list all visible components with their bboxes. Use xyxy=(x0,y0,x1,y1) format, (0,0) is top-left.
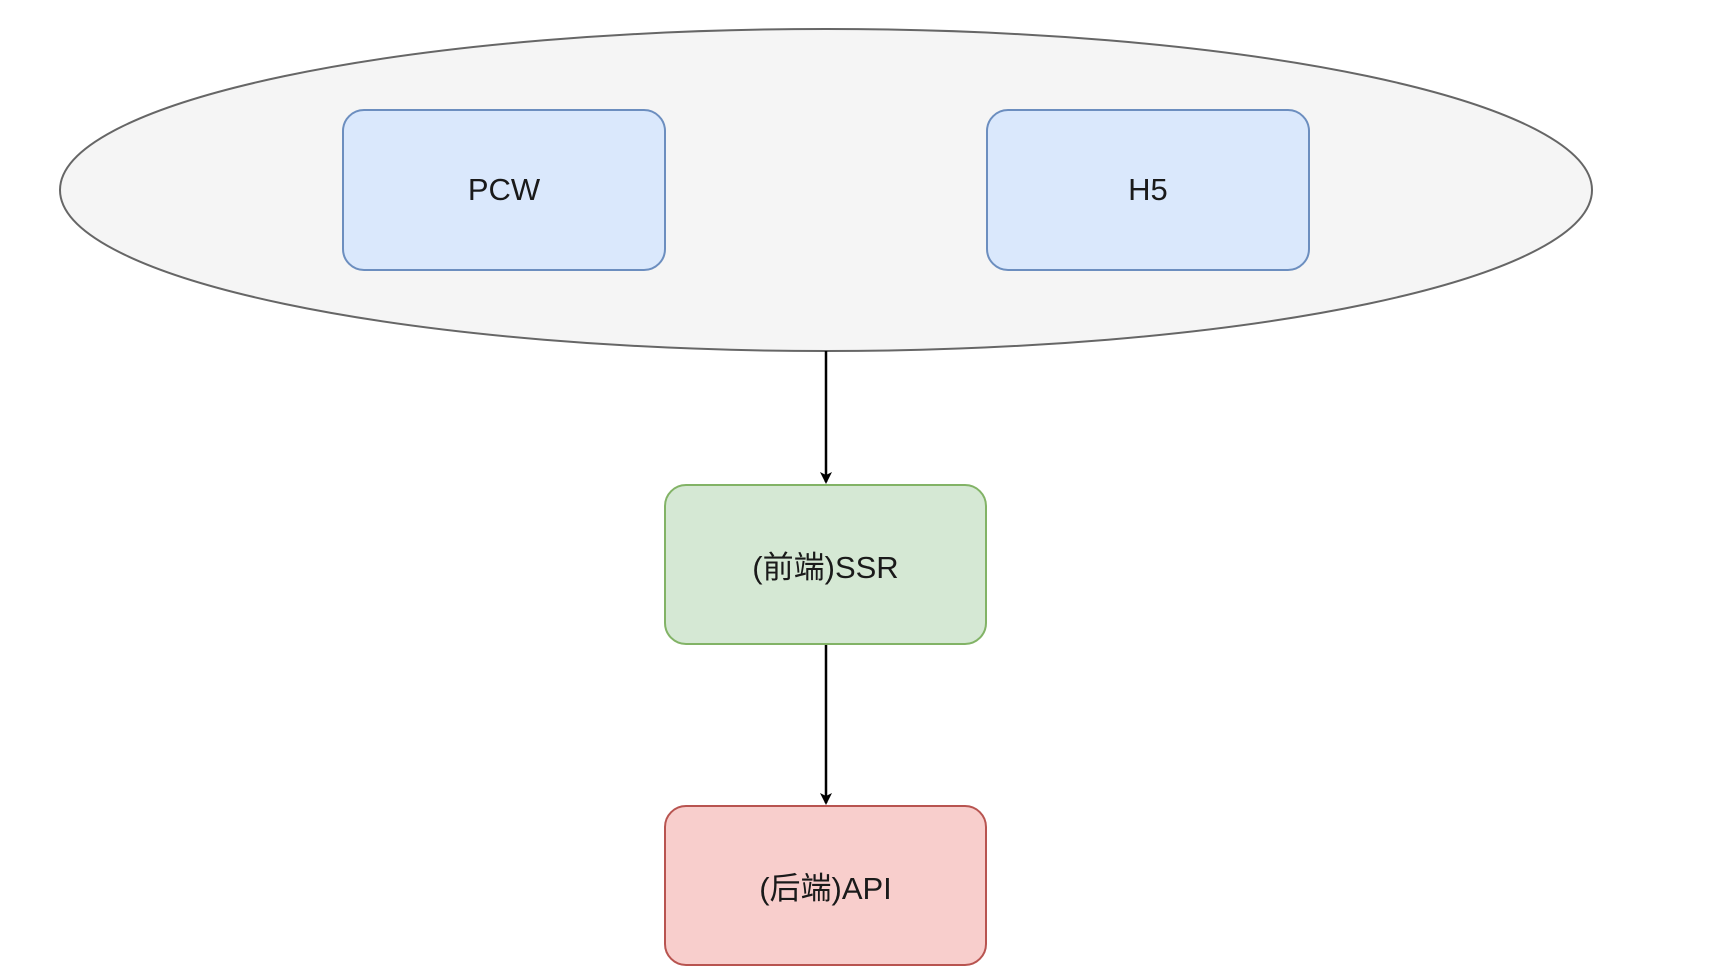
ssr-label: (前端)SSR xyxy=(752,550,899,585)
ssr-node[interactable]: (前端)SSR xyxy=(664,484,987,645)
pcw-label: PCW xyxy=(467,172,541,207)
api-node[interactable]: (后端)API xyxy=(664,805,987,966)
api-label: (后端)API xyxy=(759,871,892,906)
pcw-node[interactable]: PCW xyxy=(342,109,666,271)
client-group-ellipse xyxy=(59,28,1593,352)
h5-label: H5 xyxy=(1128,172,1168,207)
h5-node[interactable]: H5 xyxy=(986,109,1310,271)
